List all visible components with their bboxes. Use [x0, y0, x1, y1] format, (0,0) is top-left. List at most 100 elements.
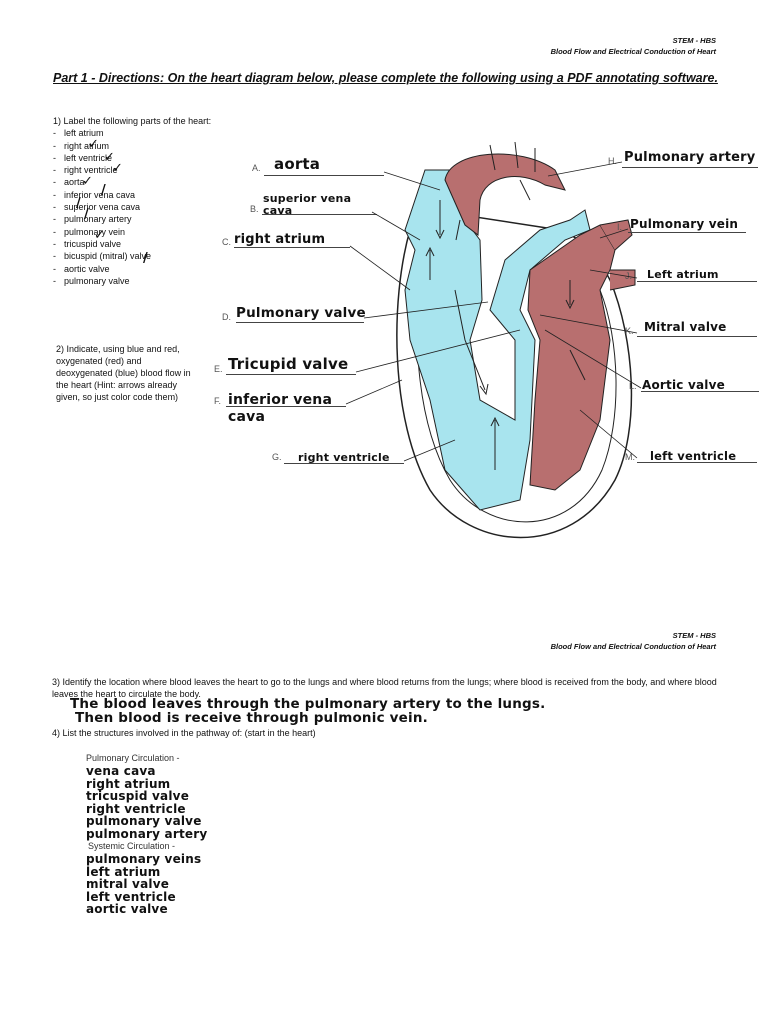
label-letter-i: I.	[617, 222, 623, 232]
answer-aortic-valve: Aortic valve	[642, 378, 725, 392]
label-letter-a: A.	[252, 163, 261, 173]
q1-prompt: 1) Label the following parts of the hear…	[53, 116, 212, 126]
list-item: right ventricle	[86, 801, 186, 816]
answer-inferior-vena-cava: inferior vena cava	[228, 392, 333, 425]
worksheet-subtitle: Blood Flow and Electrical Conduction of …	[550, 642, 716, 651]
label-letter-c: C.	[222, 237, 231, 247]
label-letter-g: G.	[272, 452, 282, 462]
checkmark-icon: /	[143, 251, 148, 266]
list-item: left atrium	[53, 127, 211, 140]
arrow-icon	[455, 219, 461, 241]
label-letter-j: J.	[625, 271, 633, 281]
list-item: right atrium	[86, 776, 171, 791]
part1-title: Part 1 - Directions: On the heart diagra…	[53, 71, 718, 85]
question-4-prompt: 4) List the structures involved in the p…	[52, 728, 316, 738]
q1-list: left atrium right atrium left ventricle …	[53, 127, 211, 287]
answer-line	[628, 232, 746, 233]
checkmark-icon: ✓	[104, 150, 115, 165]
worksheet-subtitle: Blood Flow and Electrical Conduction of …	[550, 47, 716, 56]
systemic-circulation-list: pulmonary veins left atrium mitral valve…	[86, 853, 201, 916]
list-item: pulmonary vein	[53, 226, 211, 239]
aorta-branches	[489, 141, 536, 172]
arrow-icon	[425, 246, 435, 257]
label-letter-f: F.	[214, 396, 222, 406]
label-letter-k: K.	[625, 326, 634, 336]
answer-pulmonary-vein: Pulmonary vein	[630, 217, 739, 231]
checkmark-icon: ✓	[94, 228, 105, 243]
list-item: mitral valve	[86, 877, 170, 891]
list-item: bicuspid (mitral) valve	[53, 250, 211, 263]
page-header-2: STEM - HBS Blood Flow and Electrical Con…	[551, 630, 716, 652]
list-item: vena cava	[86, 764, 156, 778]
label-letter-l: L.	[629, 381, 637, 391]
list-item: pulmonary valve	[86, 814, 202, 828]
label-letter-h: H.	[608, 156, 617, 166]
answer-line	[622, 167, 758, 168]
heart-diagram	[396, 141, 636, 539]
list-item: right atrium	[53, 140, 211, 153]
list-item: superior vena cava	[53, 201, 211, 214]
answer-line	[284, 463, 404, 464]
course-name: STEM - HBS	[672, 36, 716, 45]
arrow-icon	[565, 299, 575, 310]
checkmark-icon: /	[101, 183, 106, 198]
checkmark-icon: /	[84, 207, 89, 222]
answer-pulmonary-artery: Pulmonary artery	[624, 150, 756, 165]
arrow-icon	[479, 383, 489, 396]
page-header: STEM - HBS Blood Flow and Electrical Con…	[551, 35, 716, 57]
answer-right-atrium: right atrium	[234, 232, 326, 247]
question-2: 2) Indicate, using blue and red, oxygena…	[56, 344, 191, 402]
label-letter-d: D.	[222, 312, 231, 322]
answer-superior-vena-cava: superior vena cava	[263, 192, 352, 217]
label-letter-e: E.	[214, 364, 223, 374]
list-item: left ventricle	[53, 152, 211, 165]
pulmonary-circulation-list: vena cava right atrium tricuspid valve r…	[86, 765, 207, 840]
list-item: right ventricle	[53, 164, 211, 177]
list-item: pulmonary valve	[53, 275, 211, 288]
pulmonary-circulation-label: Pulmonary Circulation -	[86, 753, 180, 763]
list-item: inferior vena cava	[53, 189, 211, 202]
list-item: tricuspid valve	[53, 238, 211, 251]
checkmark-icon: ✓	[88, 137, 99, 152]
answer-mitral-valve: Mitral valve	[644, 320, 727, 334]
arrow-icon	[519, 179, 531, 201]
answer-left-atrium: Left atrium	[647, 268, 719, 281]
q3-answer-line-2: Then blood is receive through pulmonic v…	[75, 710, 428, 726]
course-name: STEM - HBS	[672, 631, 716, 640]
arrow-icon	[435, 229, 445, 240]
answer-line	[637, 281, 757, 282]
list-item: tricuspid valve	[86, 789, 190, 803]
answer-line	[226, 374, 356, 375]
list-item: aortic valve	[86, 902, 168, 916]
question-3: 3) Identify the location where blood lea…	[52, 677, 717, 699]
checkmark-icon: ✓	[82, 174, 93, 189]
answer-line	[637, 336, 757, 337]
answer-pulmonary-valve: Pulmonary valve	[236, 305, 366, 321]
answer-tricuspid-valve: Tricupid valve	[228, 355, 349, 373]
answer-line	[236, 322, 364, 323]
answer-left-ventricle: left ventricle	[650, 449, 737, 463]
answer-line	[637, 462, 757, 463]
label-letter-m: M.	[625, 452, 635, 462]
list-item: pulmonary artery	[86, 826, 208, 841]
answer-line	[641, 391, 759, 392]
list-item: aortic valve	[53, 263, 211, 276]
checkmark-icon: /	[76, 196, 81, 211]
answer-line	[234, 247, 350, 248]
answer-line	[264, 175, 384, 176]
list-item: pulmonary veins	[86, 852, 202, 866]
question-1: 1) Label the following parts of the hear…	[53, 115, 211, 287]
label-letter-b: B.	[250, 204, 259, 214]
answer-line	[262, 214, 377, 215]
checkmark-icon: ✓	[112, 161, 123, 176]
answer-line	[226, 406, 346, 407]
arrow-icon	[490, 416, 500, 427]
list-item: left atrium	[86, 864, 161, 879]
list-item: left ventricle	[86, 889, 176, 904]
answer-right-ventricle: right ventricle	[298, 451, 390, 464]
list-item: aorta	[53, 176, 211, 189]
aorta-region	[444, 153, 566, 236]
q3-answer-line-1: The blood leaves through the pulmonary a…	[70, 696, 546, 712]
answer-aorta: aorta	[274, 155, 321, 173]
list-item: pulmonary artery	[53, 213, 211, 226]
